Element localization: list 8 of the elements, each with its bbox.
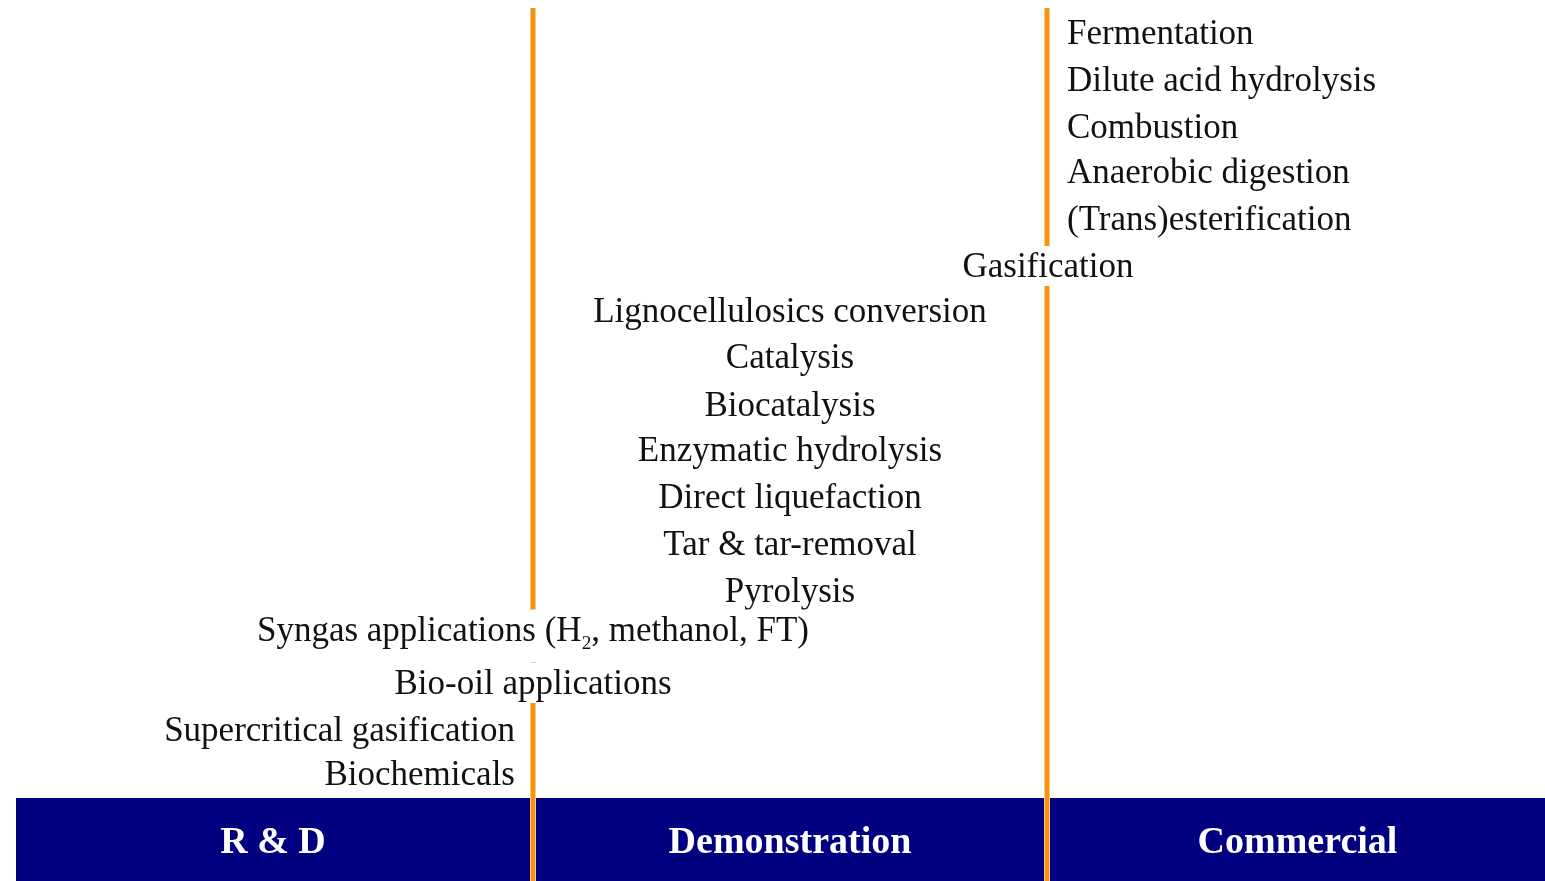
stage-label: Commercial xyxy=(1197,817,1398,862)
stage-band xyxy=(16,798,530,881)
stage-label: Demonstration xyxy=(668,817,912,862)
stage-band xyxy=(536,798,1044,881)
stage-band xyxy=(1050,798,1545,881)
technology-label: Bio-oil applications xyxy=(392,663,674,703)
technology-label: Gasification xyxy=(960,246,1136,286)
stage-label: R & D xyxy=(220,817,326,862)
